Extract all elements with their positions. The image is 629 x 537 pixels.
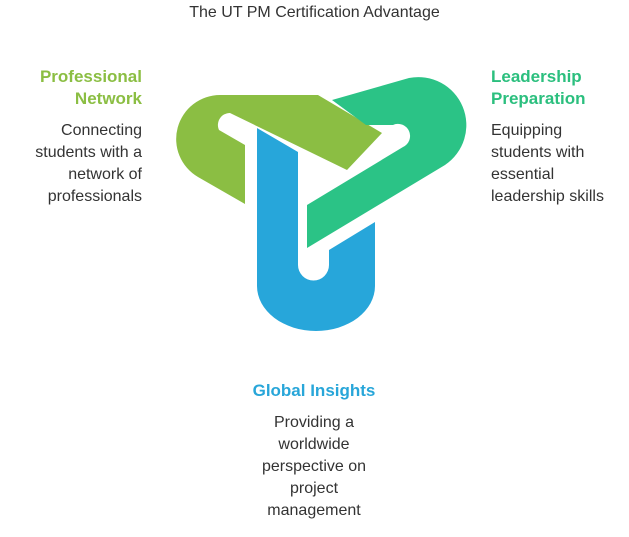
blue-link-shape [257,128,375,331]
teal-link-shape [307,77,467,249]
professional-network-heading: Professional Network [0,66,142,110]
description-line: leadership skills [491,188,604,205]
description-line: Connecting [61,122,142,139]
diagram-title: The UT PM Certification Advantage [189,4,440,21]
description-line: perspective on [261,458,367,475]
description-line: students with [491,144,585,161]
description-line: Providing a [273,414,355,431]
description-line: essential [491,166,555,183]
heading-line: Leadership [491,67,582,86]
heading-line: Global Insights [252,381,376,400]
global-insights-heading: Global Insights [214,380,414,402]
leadership-preparation-block: Leadership Preparation Equipping student… [491,66,627,208]
global-insights-block: Global Insights Providing a worldwide pe… [214,380,414,522]
description-line: management [267,502,361,519]
description-line: network of [68,166,142,183]
green-link-shape [176,95,382,204]
heading-line: Network [74,89,142,108]
description-line: professionals [47,188,142,205]
description-line: worldwide [278,436,350,453]
description-line: students with a [35,144,142,161]
description-line: project [289,480,339,497]
description-line: Equipping [491,122,563,139]
global-insights-description: Providing a worldwide perspective on pro… [214,412,414,522]
heading-line: Professional [39,67,142,86]
professional-network-description: Connecting students with a network of pr… [0,120,142,208]
leadership-preparation-description: Equipping students with essential leader… [491,120,627,208]
heading-line: Preparation [491,89,586,108]
leadership-preparation-heading: Leadership Preparation [491,66,627,110]
professional-network-block: Professional Network Connecting students… [0,66,142,208]
